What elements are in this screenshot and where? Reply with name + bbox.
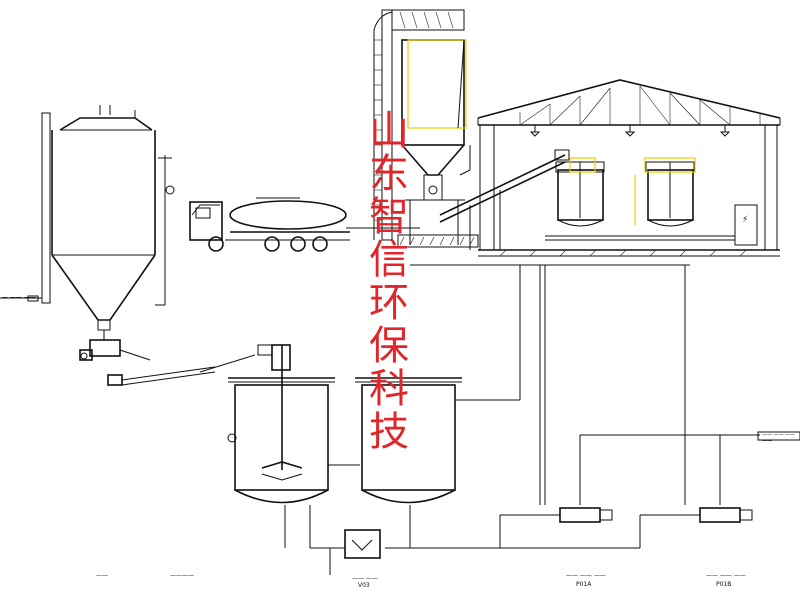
watermark-char: 信 [369,237,409,283]
watermark-char: 技 [369,409,409,455]
watermark-char: 科 [369,366,409,412]
tanker-truck [189,197,420,252]
inclined-conveyor [439,149,570,250]
center-silo [373,9,479,248]
label-left-inlet: — —— —— [2,294,36,301]
pipe-network [284,264,800,575]
watermark-char: 保 [369,323,409,369]
label-pump-b-name: —— —— —— [706,572,746,579]
left-silo [0,105,256,386]
watermark-char: 东 [369,151,409,197]
building-tank-a [555,157,605,227]
mixing-tank-left [227,344,360,530]
building: ⚡ [477,79,781,257]
watermark-text: 山东智信环保科技 [364,110,414,454]
company-watermark: 山东智信环保科技 [364,110,414,454]
watermark-char: 智 [369,194,409,240]
mixing-tank-right [355,377,470,530]
label-pump-a-name: —— —— —— [566,572,606,579]
watermark-char: 环 [369,280,409,326]
building-tank-b [634,157,696,227]
label-right-outlet: —— —— —— —— [762,432,796,444]
label-metering-tag: V03 [358,582,370,589]
watermark-char: 山 [369,108,409,154]
label-bottom-3: —— —— [352,575,378,582]
label-bottom-2: ———— [170,572,194,579]
label-bottom-1: —— [96,572,108,579]
svg-text:⚡: ⚡ [742,215,748,225]
label-pump-b-tag: P01B [716,581,732,588]
label-pump-a-tag: P01A [576,581,592,588]
